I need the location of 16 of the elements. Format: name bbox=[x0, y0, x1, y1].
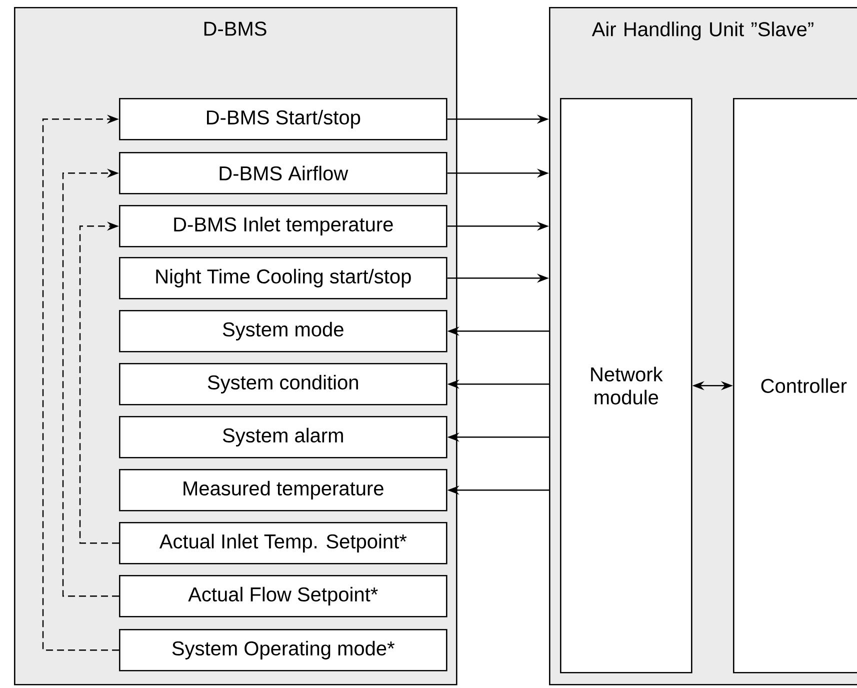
dashed-arrow bbox=[62, 168, 119, 597]
signal-box: System Operating mode* bbox=[119, 629, 448, 672]
signal-box: D-BMS Start/stop bbox=[119, 98, 448, 140]
signal-box: System condition bbox=[119, 363, 448, 406]
dashed-arrow bbox=[42, 114, 119, 651]
signal-box: D-BMS Inlet temperature bbox=[119, 205, 448, 248]
signal-box: Measured temperature bbox=[119, 469, 448, 512]
signal-box: Actual Inlet Temp. Setpoint* bbox=[119, 522, 448, 564]
signal-box: System alarm bbox=[119, 416, 448, 458]
signal-box: Night Time Cooling start/stop bbox=[119, 257, 448, 300]
module-box: Controller bbox=[733, 98, 857, 674]
signal-box: D-BMS Airflow bbox=[119, 152, 448, 194]
signal-box: Actual Flow Setpoint* bbox=[119, 575, 448, 618]
signal-box: System mode bbox=[119, 310, 448, 352]
dashed-arrow bbox=[79, 222, 119, 544]
module-box: Network module bbox=[560, 98, 692, 674]
